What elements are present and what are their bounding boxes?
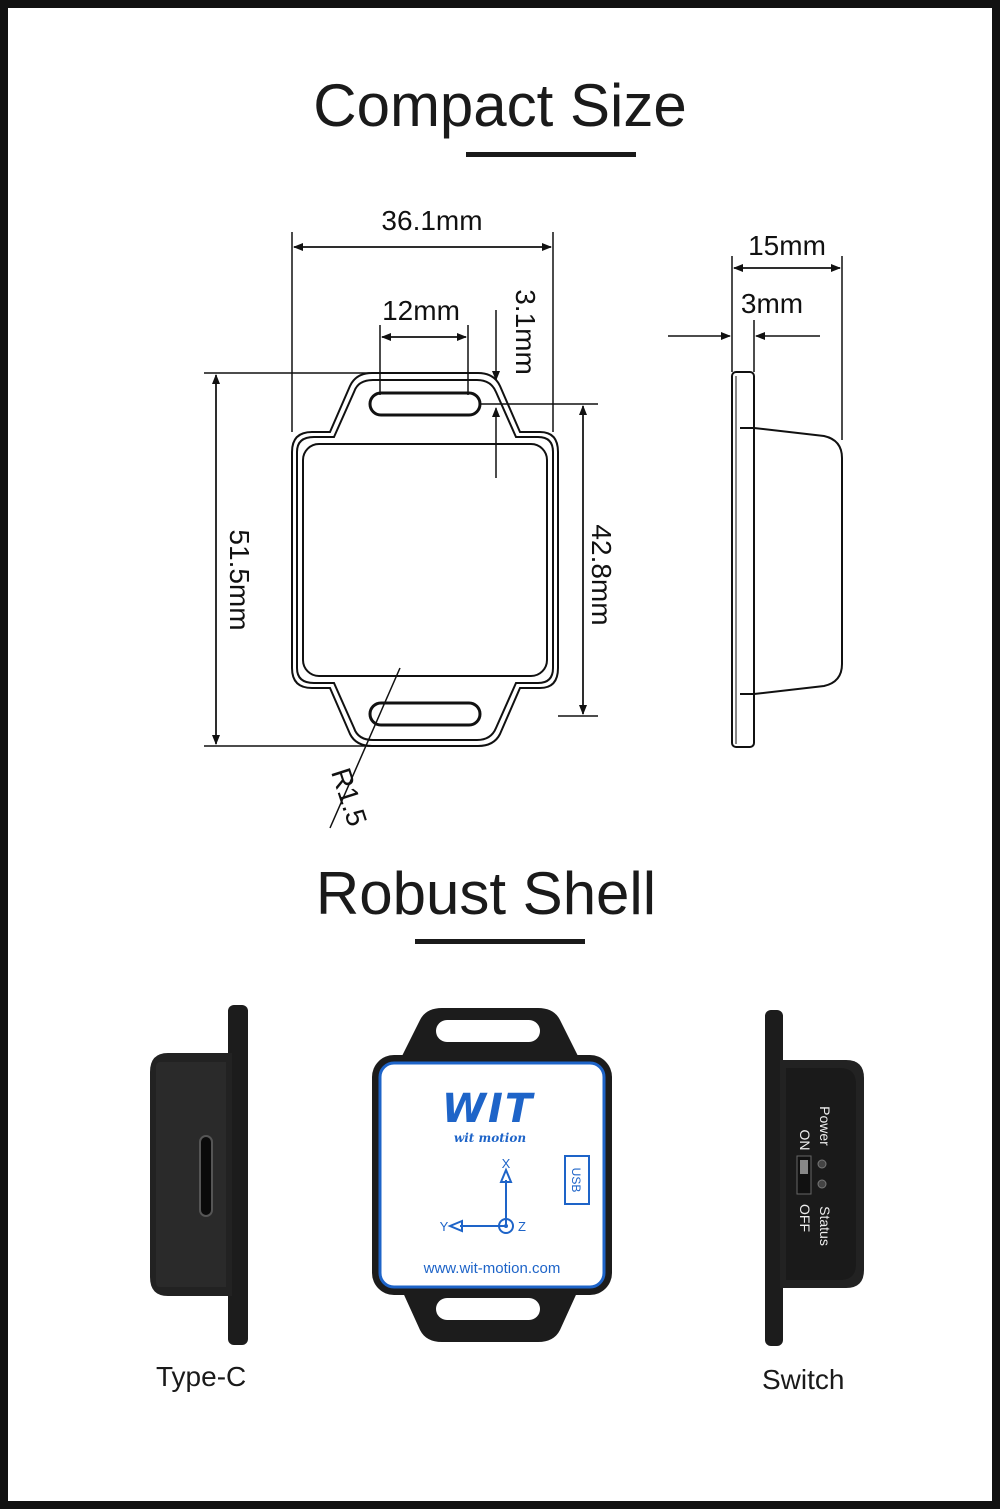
on-label: ON bbox=[797, 1130, 813, 1151]
usb-label: USB bbox=[569, 1168, 583, 1193]
axis-x-label: X bbox=[502, 1156, 511, 1171]
power-led bbox=[817, 1159, 827, 1169]
usb-c-port bbox=[199, 1135, 213, 1217]
axis-y-label: Y bbox=[440, 1219, 449, 1234]
dim-slot bbox=[379, 325, 469, 395]
device-side-switch: Power Status ON OFF bbox=[765, 1010, 864, 1346]
dim-depth-label: 15mm bbox=[748, 230, 826, 261]
wit-logo-subtext: wit motion bbox=[454, 1131, 526, 1145]
robust-shell-title: Robust Shell bbox=[315, 860, 657, 927]
website-label: www.wit-motion.com bbox=[423, 1260, 561, 1277]
device-side-typec bbox=[150, 1005, 248, 1345]
dim-depth bbox=[731, 256, 843, 440]
dim-width-label: 36.1mm bbox=[381, 205, 482, 236]
dim-slot-label: 12mm bbox=[382, 295, 460, 326]
dim-height-total-label: 51.5mm bbox=[224, 529, 255, 630]
robust-shell-underline bbox=[415, 939, 585, 944]
axis-z-label: Z bbox=[518, 1219, 526, 1234]
dim-tab-offset bbox=[480, 310, 598, 478]
usb-label-box bbox=[564, 1155, 590, 1205]
side-outline bbox=[731, 371, 843, 748]
typec-caption: Type-C bbox=[156, 1361, 247, 1392]
status-label: Status bbox=[817, 1206, 833, 1246]
wit-logo: WIT bbox=[442, 1086, 535, 1132]
dim-radius-label: R1.5 bbox=[325, 764, 373, 830]
dim-flange bbox=[668, 320, 820, 372]
compact-size-underline bbox=[466, 152, 636, 157]
dim-tab-offset-label: 3.1mm bbox=[510, 289, 541, 375]
dim-flange-label: 3mm bbox=[741, 288, 803, 319]
device-front: WIT wit motion X Y Z USB www.wit-motion.… bbox=[372, 1008, 612, 1342]
power-label: Power bbox=[817, 1106, 833, 1146]
switch-caption: Switch bbox=[762, 1364, 845, 1395]
dim-height-body bbox=[558, 405, 598, 717]
compact-size-title: Compact Size bbox=[313, 72, 687, 139]
dim-width bbox=[291, 232, 554, 432]
dim-height-total bbox=[204, 372, 370, 747]
front-outline bbox=[291, 372, 559, 747]
off-label: OFF bbox=[797, 1204, 813, 1232]
dim-height-body-label: 42.8mm bbox=[586, 524, 617, 625]
status-led bbox=[817, 1179, 827, 1189]
radius-leader bbox=[329, 667, 401, 829]
